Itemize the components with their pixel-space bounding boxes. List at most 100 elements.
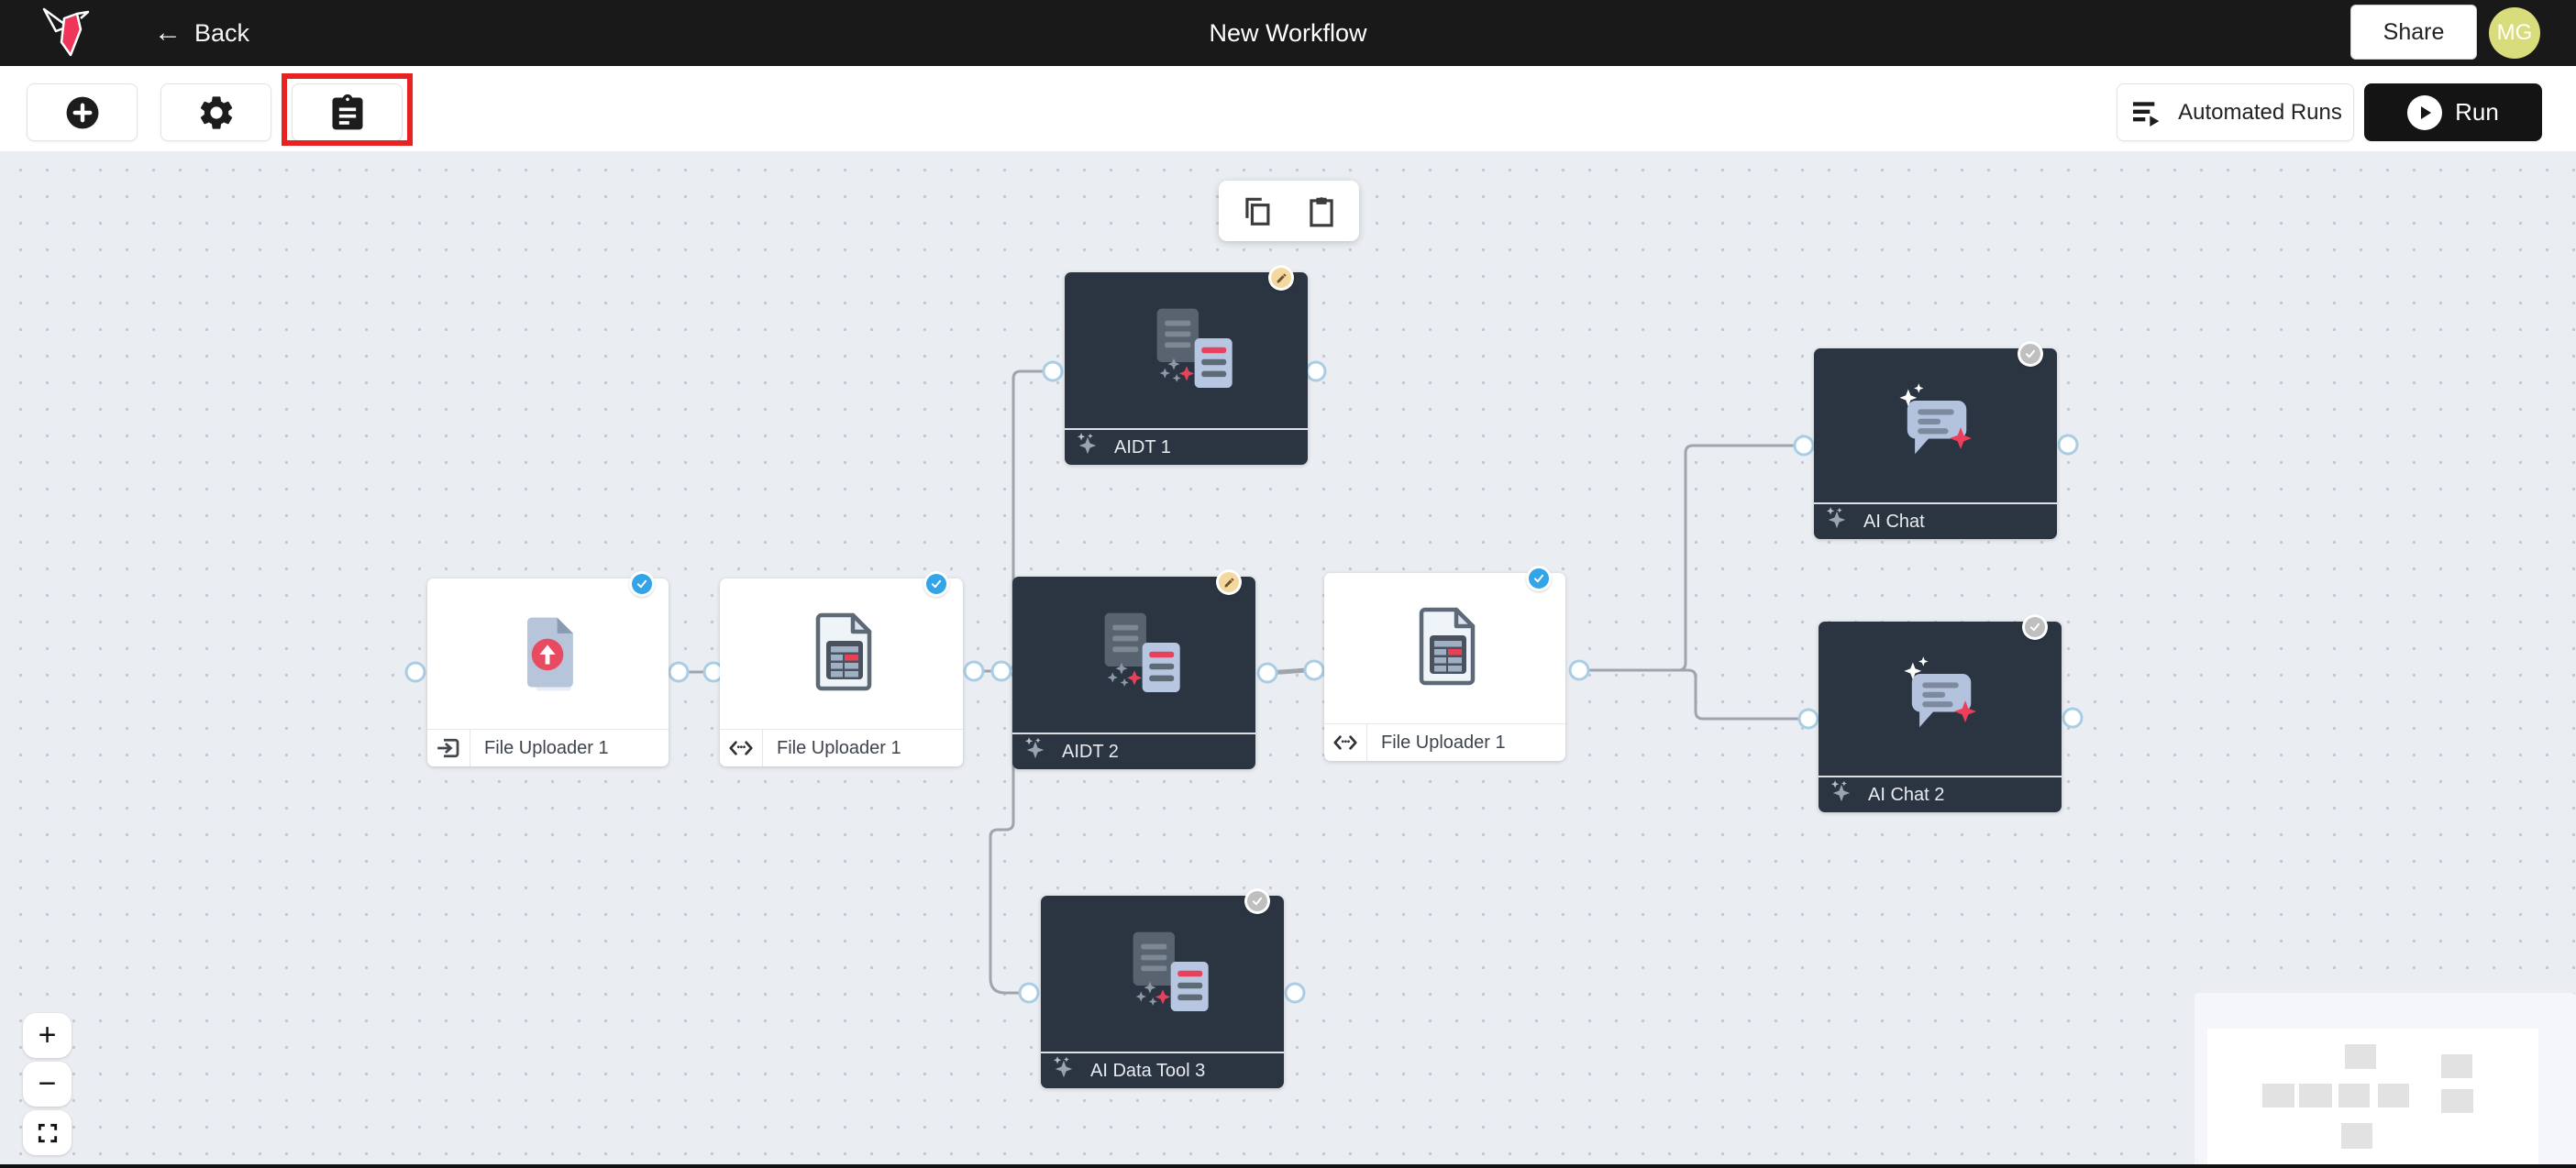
node-actions-card [1219,181,1359,241]
minimap-node-block [2338,1084,2370,1107]
workflow-node-file-uploader-1[interactable]: File Uploader 1 [427,571,669,766]
node-footer: AI Chat [1814,502,2057,539]
ai-sparkle-icon [1053,1055,1073,1077]
code-dots-icon [1324,724,1367,761]
ai-sparkle-icon [1830,779,1851,801]
workflow-node-ai-chat2[interactable]: AI Chat 2 [1819,614,2062,812]
complete-check-muted-badge-icon [1244,888,1270,914]
code-dots-icon [720,730,763,766]
connection-handle[interactable] [963,660,985,682]
complete-check-badge-icon [923,571,949,597]
connection-handle[interactable] [2057,434,2079,456]
connection-handle[interactable] [1305,360,1327,382]
connection-handle[interactable] [1284,982,1306,1004]
node-body [1041,896,1284,1052]
connection-handle[interactable] [2062,707,2084,729]
node-body [427,578,669,729]
minimap-node-block [2299,1084,2332,1107]
node-body [1012,577,1255,733]
node-footer: AI Data Tool 3 [1041,1052,1284,1088]
back-label: Back [194,18,250,47]
workflow-node-ai-chat[interactable]: AI Chat [1814,341,2057,539]
paste-button[interactable] [1303,193,1340,229]
node-label: AI Data Tool 3 [1090,1060,1206,1081]
back-arrow-icon: ← [154,17,182,48]
connection-handle[interactable] [1568,659,1590,681]
share-button[interactable]: Share [2350,5,2477,60]
edit-pencil-badge-icon [1268,265,1294,291]
ai-sparkle-icon [1823,506,1851,538]
bottom-edge [0,1164,2576,1168]
connection-handle[interactable] [404,661,426,683]
node-footer: AIDT 1 [1065,428,1308,465]
copy-icon [1244,197,1269,226]
connection-handle[interactable] [1303,659,1325,681]
ai-doc-transform-icon [1156,308,1233,389]
node-label: File Uploader 1 [484,737,609,758]
workflow-node-aidt2[interactable]: AIDT 2 [1012,569,1255,769]
top-header: ← Back New Workflow Share MG [0,0,2576,66]
node-label: File Uploader 1 [777,737,901,758]
minimap[interactable] [2195,993,2576,1168]
node-footer: File Uploader 1 [720,729,963,766]
code-dots-icon [1333,735,1357,750]
complete-check-muted-badge-icon [2022,614,2048,640]
node-label: AI Chat [1863,511,1925,532]
zoom-in-button[interactable]: + [23,1013,72,1058]
automated-runs-button[interactable]: Automated Runs [2117,83,2354,141]
node-body [1065,272,1308,428]
editor-toolbar: Automated Runs Run [0,66,2576,151]
connection-handle[interactable] [668,661,690,683]
run-button[interactable]: Run [2364,83,2542,141]
complete-check-badge-icon [629,571,655,597]
connection-handle[interactable] [1793,435,1815,457]
minimap-node-block [2345,1044,2376,1069]
workflow-node-file-uploader-1c[interactable]: File Uploader 1 [1324,566,1565,761]
file-spreadsheet-icon [1419,607,1475,686]
list-play-icon [2133,101,2160,127]
workflow-node-file-uploader-1b[interactable]: File Uploader 1 [720,571,963,766]
play-circle-icon [2407,94,2443,130]
user-avatar[interactable]: MG [2489,7,2540,59]
paste-icon [1309,197,1333,227]
ai-sparkle-icon [1826,506,1846,528]
back-button[interactable]: ← Back [154,0,249,66]
node-body [1324,573,1565,723]
clipboard-list-icon [332,94,362,129]
file-spreadsheet-icon [815,612,871,691]
node-label: File Uploader 1 [1381,732,1506,753]
hummingbird-logo-icon[interactable] [40,7,92,61]
add-node-button[interactable] [27,83,138,141]
node-label: AIDT 1 [1114,436,1171,457]
settings-button[interactable] [160,83,271,141]
workflow-node-aidt3[interactable]: AI Data Tool 3 [1041,888,1284,1088]
minimap-node-block [2262,1084,2294,1107]
workflow-node-aidt1[interactable]: AIDT 1 [1065,265,1308,465]
connection-handle[interactable] [1042,360,1064,382]
node-body [1814,348,2057,502]
connection-handle[interactable] [990,660,1012,682]
node-body [1819,622,2062,776]
node-footer: AIDT 2 [1012,733,1255,769]
gear-icon [200,95,232,129]
ai-sparkle-icon [1077,432,1097,454]
fit-view-button[interactable] [23,1110,72,1155]
minimap-node-block [2341,1123,2372,1149]
minimap-node-block [2441,1089,2473,1113]
connection-handle[interactable] [1018,982,1040,1004]
connection-handle[interactable] [1797,708,1819,730]
copy-button[interactable] [1239,193,1276,229]
minimap-node-block [2378,1084,2409,1107]
node-label: AIDT 2 [1062,741,1119,762]
ai-sparkle-icon [1022,736,1049,768]
run-checklist-button[interactable] [292,83,403,141]
code-dots-icon [729,741,753,755]
complete-check-muted-badge-icon [2018,341,2043,367]
node-footer: File Uploader 1 [427,729,669,766]
node-footer: File Uploader 1 [1324,723,1565,761]
ai-doc-transform-icon [1133,931,1209,1012]
ai-sparkle-icon [1050,1055,1078,1087]
zoom-out-button[interactable]: − [23,1062,72,1107]
connection-handle[interactable] [1256,662,1278,684]
